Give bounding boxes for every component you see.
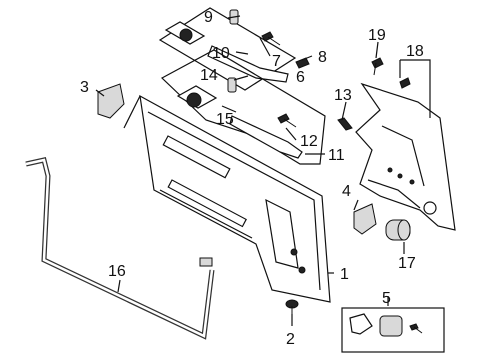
callout-18: 18 bbox=[406, 43, 424, 60]
hinge-bracket bbox=[97, 83, 125, 119]
lower-screw bbox=[277, 113, 297, 128]
callout-17: 17 bbox=[398, 255, 416, 272]
upper-bracket-group bbox=[158, 7, 297, 91]
push-pin bbox=[285, 299, 299, 316]
lower-clip bbox=[227, 77, 237, 93]
callout-labels: 1 2 3 4 5 6 7 8 9 10 11 12 13 14 15 16 1… bbox=[80, 9, 424, 348]
leader-lines bbox=[95, 15, 431, 326]
callout-1: 1 bbox=[340, 266, 349, 283]
box-bumper bbox=[379, 315, 403, 337]
stop-bumper bbox=[385, 219, 411, 241]
callout-6: 6 bbox=[296, 69, 305, 86]
pin bbox=[337, 117, 353, 131]
callout-2: 2 bbox=[286, 331, 295, 348]
callout-12: 12 bbox=[300, 133, 318, 150]
box-clip bbox=[349, 313, 373, 335]
lower-bracket-group bbox=[160, 49, 326, 165]
bolt-19 bbox=[371, 57, 384, 76]
callout-11: 11 bbox=[328, 147, 345, 164]
callout-19: 19 bbox=[368, 27, 386, 44]
callout-10: 10 bbox=[212, 45, 230, 62]
box-screw bbox=[409, 323, 423, 334]
weatherstrip-end-clip bbox=[199, 257, 213, 267]
upper-screw bbox=[261, 31, 281, 46]
box-group bbox=[341, 307, 445, 353]
callout-3: 3 bbox=[80, 79, 89, 96]
callout-14: 14 bbox=[200, 67, 218, 84]
tailgate-shell bbox=[139, 94, 331, 303]
lower-handle-lever bbox=[229, 115, 303, 159]
callout-16: 16 bbox=[108, 263, 126, 280]
callout-13: 13 bbox=[334, 87, 352, 104]
callout-9: 9 bbox=[204, 9, 213, 26]
callout-7: 7 bbox=[272, 53, 281, 70]
callout-4: 4 bbox=[342, 183, 351, 200]
bumper-block bbox=[353, 203, 377, 235]
inner-panel bbox=[355, 77, 456, 231]
callout-15: 15 bbox=[216, 111, 234, 128]
callout-5: 5 bbox=[382, 290, 391, 307]
upper-handle-lever bbox=[207, 45, 289, 83]
callout-8: 8 bbox=[318, 49, 327, 66]
inner-panel-clip bbox=[399, 77, 411, 89]
